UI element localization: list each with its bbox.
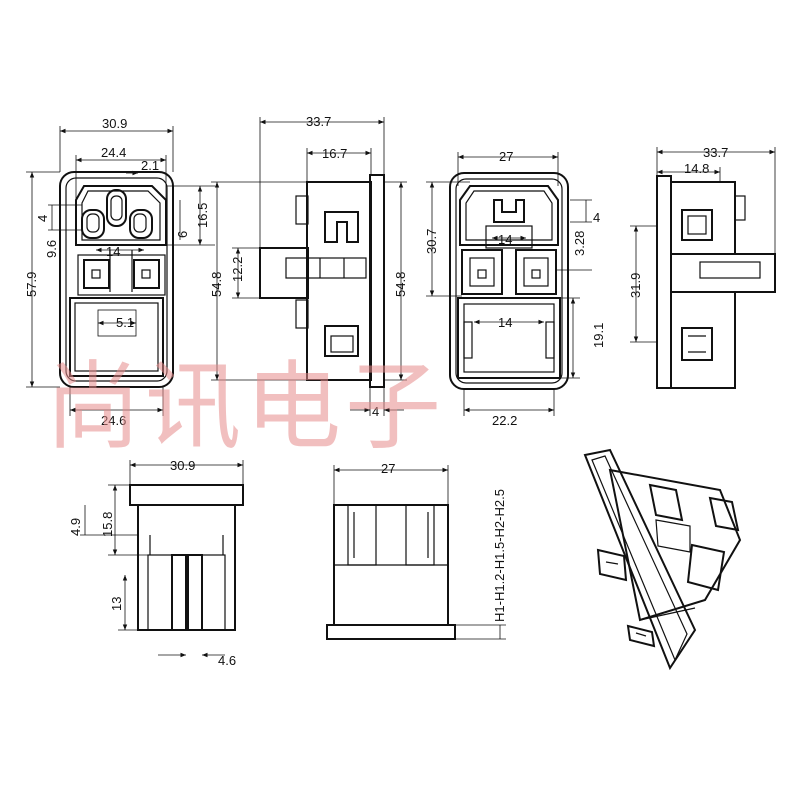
bottom-left-pin-width-label: 4.6 bbox=[218, 653, 236, 668]
front-pin-spacing-label: 9.6 bbox=[44, 240, 59, 258]
front-pin-height-label: 6 bbox=[175, 231, 190, 238]
front-bottom-width-label: 24.6 bbox=[101, 413, 126, 428]
back-bottom-width-label: 22.2 bbox=[492, 413, 517, 428]
back-view bbox=[449, 172, 569, 390]
right-dim-lines bbox=[630, 147, 776, 343]
watermark: 尚讯电子 bbox=[45, 351, 445, 463]
bottom-left-height-label: 15.8 bbox=[100, 512, 115, 537]
bottom-left-width-label: 30.9 bbox=[170, 458, 195, 473]
bottom-left-view bbox=[129, 484, 244, 631]
side-flange-label: 4 bbox=[372, 404, 379, 419]
side-dim-lines bbox=[211, 117, 407, 416]
side-body-height-label: 54.8 bbox=[209, 272, 224, 297]
back-upper-height-label: 30.7 bbox=[424, 229, 439, 254]
front-pin-offset-label: 2.1 bbox=[141, 158, 159, 173]
bottom-middle-view bbox=[326, 504, 456, 640]
back-terminal-spacing-bottom-label: 14 bbox=[498, 315, 512, 330]
front-switch-opening-label: 5.1 bbox=[116, 315, 134, 330]
right-overall-depth-label: 33.7 bbox=[703, 145, 728, 160]
front-terminal-spacing-label: 14 bbox=[106, 244, 120, 259]
front-dim-lines bbox=[26, 126, 215, 416]
front-overall-height-label: 57.9 bbox=[24, 272, 39, 297]
back-slot-offset-label: 4 bbox=[593, 210, 600, 225]
side-connector-height-label: 12.2 bbox=[230, 257, 245, 282]
front-slot-depth-label: 4 bbox=[35, 215, 50, 222]
back-terminal-gap-label: 3.28 bbox=[572, 231, 587, 256]
back-terminal-spacing-top-label: 14 bbox=[498, 232, 512, 247]
front-view bbox=[59, 171, 174, 388]
side-body-height-right-label: 54.8 bbox=[393, 272, 408, 297]
back-lower-height-label: 19.1 bbox=[591, 323, 606, 348]
front-inlet-height-label: 16.5 bbox=[195, 203, 210, 228]
right-top-depth-label: 14.8 bbox=[684, 161, 709, 176]
side-overall-depth-label: 33.7 bbox=[306, 114, 331, 129]
bottom-left-top-height-label: 4.9 bbox=[68, 518, 83, 536]
right-view bbox=[656, 175, 776, 389]
front-inlet-width-label: 24.4 bbox=[101, 145, 126, 160]
front-overall-width-label: 30.9 bbox=[102, 116, 127, 131]
right-mid-height-label: 31.9 bbox=[628, 273, 643, 298]
bottom-left-lower-height-label: 13 bbox=[109, 597, 124, 611]
side-body-depth-label: 16.7 bbox=[322, 146, 347, 161]
back-dim-lines bbox=[426, 152, 592, 416]
isometric-view bbox=[583, 448, 742, 671]
bottom-left-dim-lines bbox=[80, 460, 244, 658]
back-overall-width-label: 27 bbox=[499, 149, 513, 164]
side-view bbox=[259, 174, 385, 388]
bottom-middle-width-label: 27 bbox=[381, 461, 395, 476]
bottom-middle-dim-lines bbox=[333, 465, 506, 640]
bottom-middle-panel-thickness-label: H1-H1.2-H1.5-H2-H2.5 bbox=[492, 489, 507, 622]
